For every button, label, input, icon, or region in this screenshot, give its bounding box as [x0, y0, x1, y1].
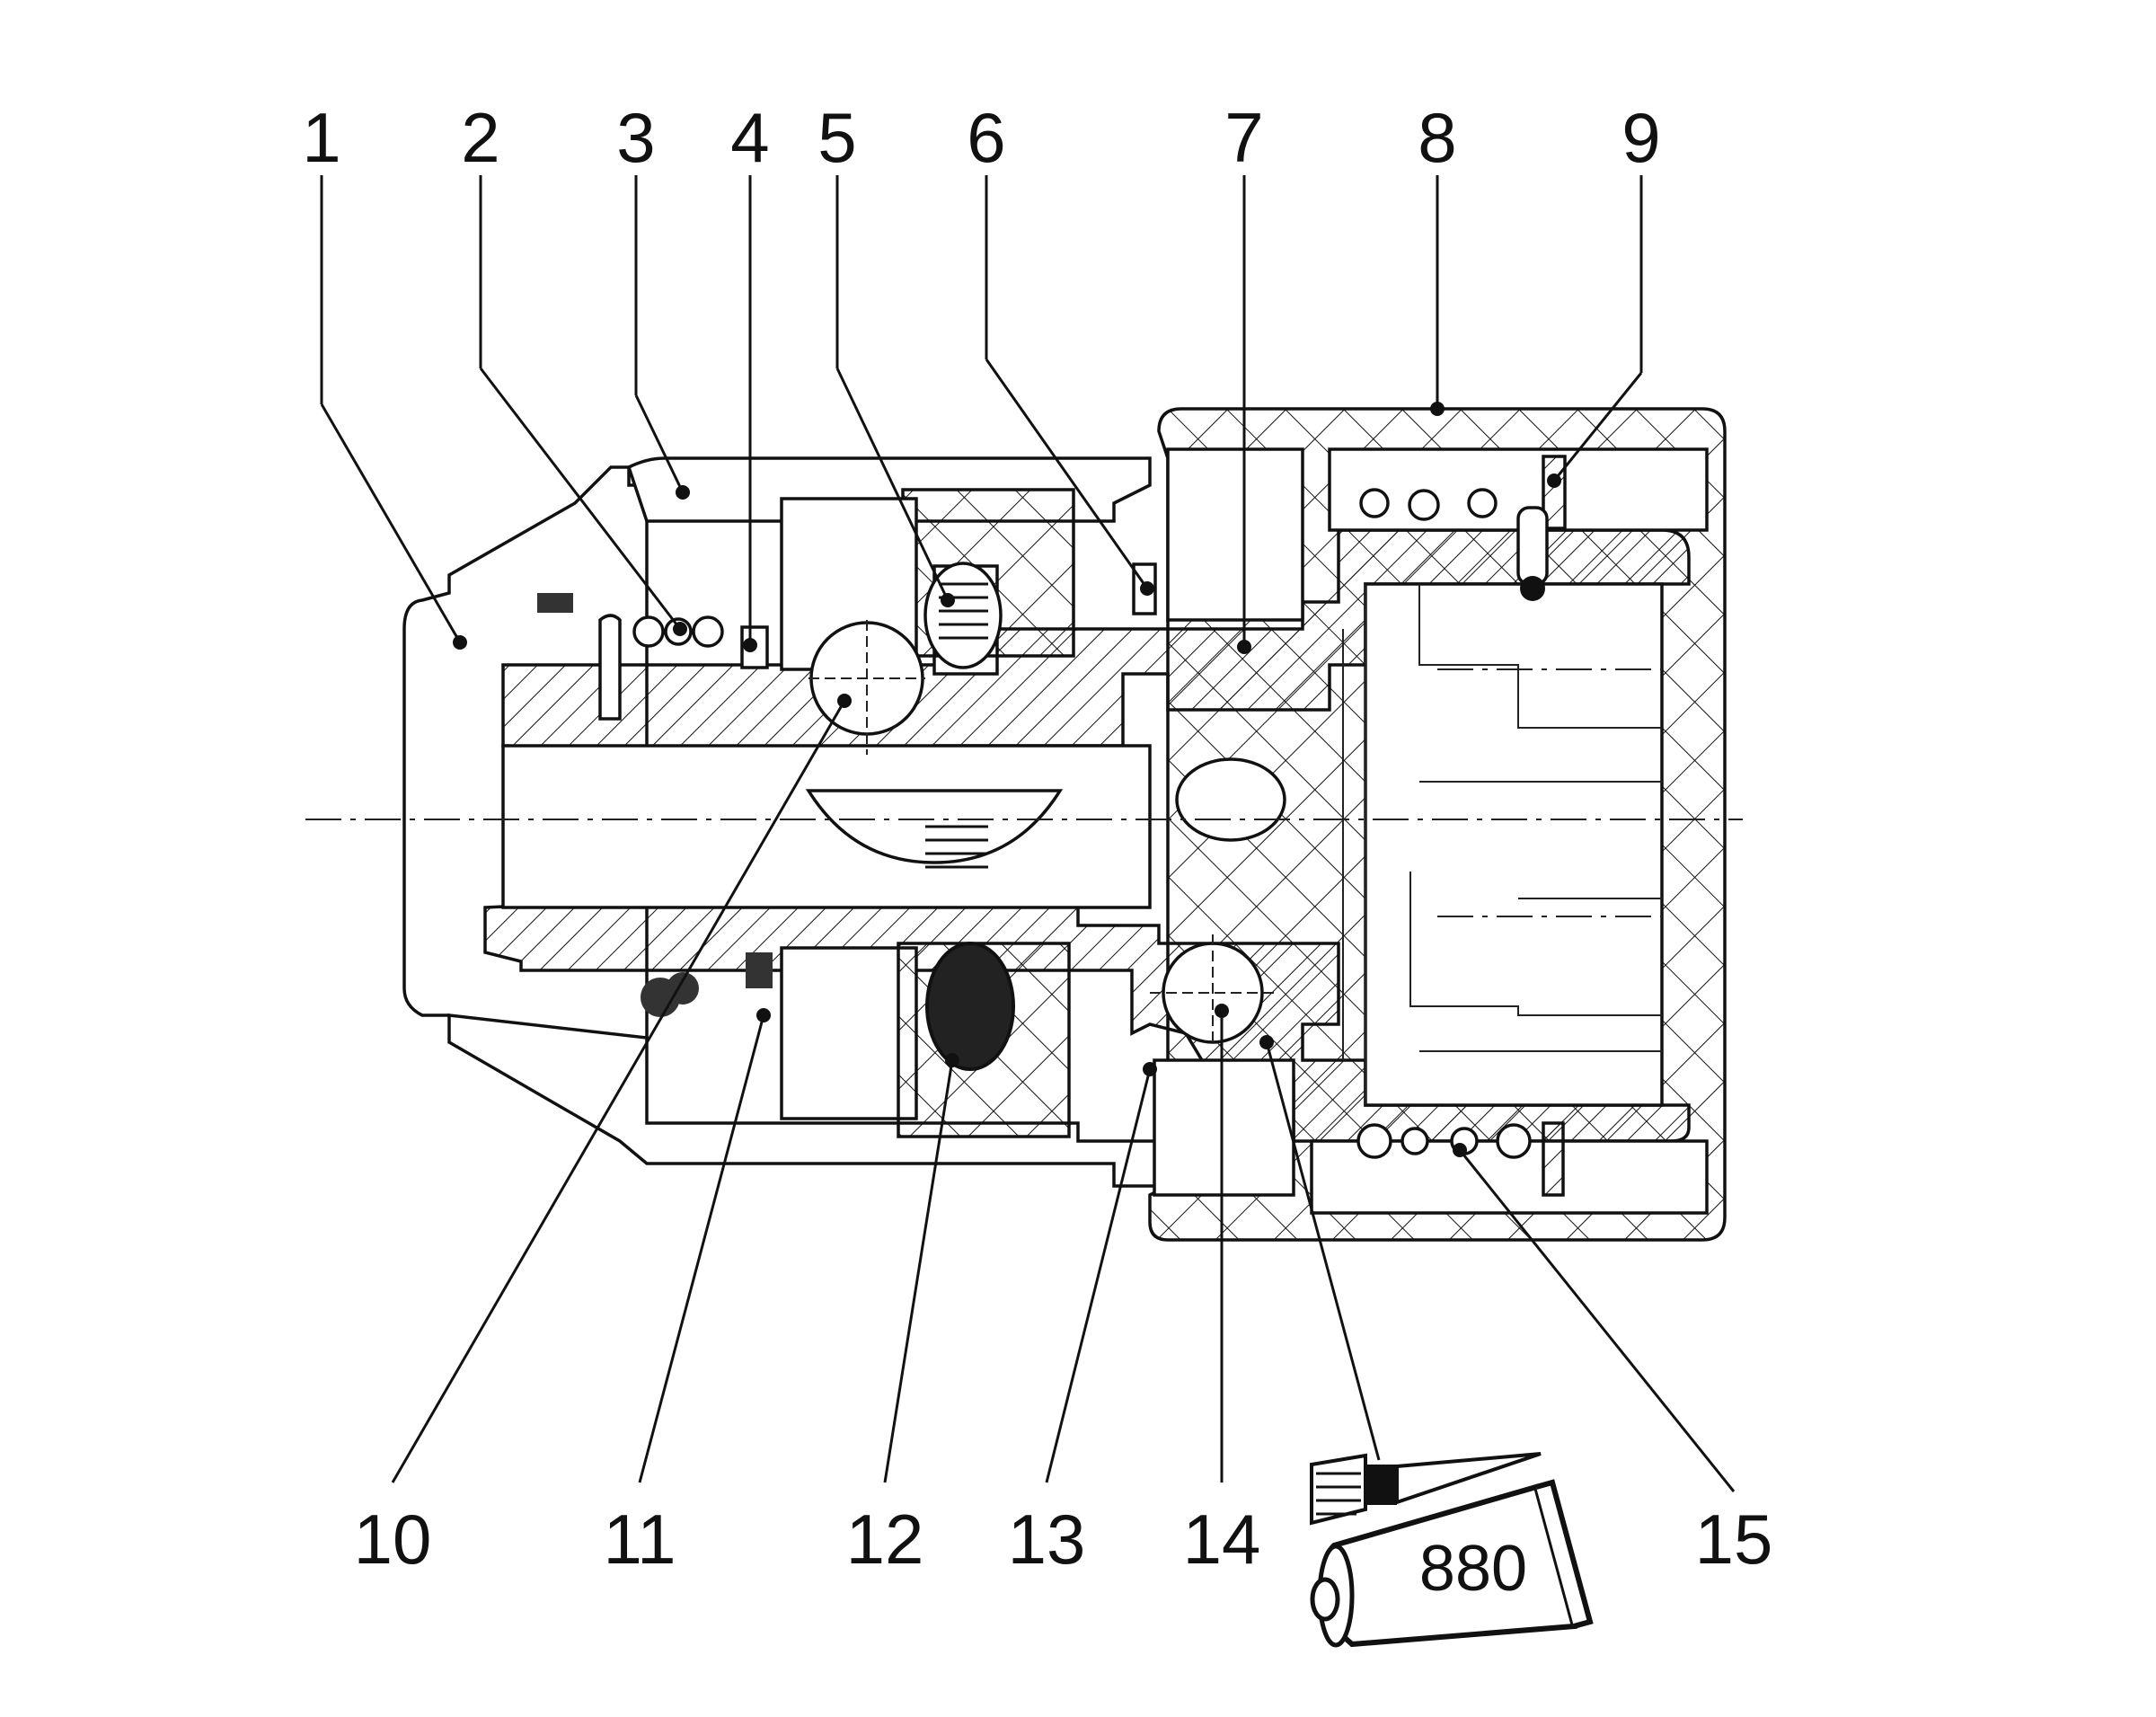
callout-15: 15: [1695, 1500, 1773, 1579]
spring-lower: [925, 942, 1015, 1071]
callout-4: 4: [730, 98, 769, 177]
locking-pin: [598, 614, 622, 721]
pin-4: [740, 625, 769, 669]
drive-profile: [1409, 584, 1662, 1052]
callout-11: 11: [604, 1500, 676, 1579]
callouts-bottom: 10 11 12 13 14 15: [354, 1500, 1773, 1579]
callout-13: 13: [1008, 1500, 1086, 1579]
guide-block-lower: [780, 946, 918, 1120]
o-rings-lower-left: [641, 952, 773, 1017]
leader-lines: [320, 175, 1736, 1492]
callouts-top: 1 2 3 4 5 6 7 8 9: [302, 98, 1660, 177]
callout-12: 12: [846, 1500, 924, 1579]
detent-pin: [1516, 506, 1549, 586]
spring-inner: [925, 825, 988, 869]
coupling-assembly: [305, 407, 1743, 1242]
retaining-ring-9b: [1542, 1121, 1565, 1197]
callout-5: 5: [817, 98, 856, 177]
grease-tube-icon: 880: [1310, 1479, 1594, 1648]
callout-10: 10: [354, 1500, 432, 1579]
callout-2: 2: [461, 98, 499, 177]
callout-8: 8: [1418, 98, 1456, 177]
callout-3: 3: [616, 98, 655, 177]
callout-7: 7: [1224, 98, 1263, 177]
inner-chamber: [1364, 582, 1664, 1107]
brush-icon: [1310, 1452, 1542, 1526]
callout-9: 9: [1621, 98, 1660, 177]
o-rings-right-upper: [1359, 488, 1498, 521]
knurled-ring: [537, 593, 573, 613]
tube-label-880: 880: [1419, 1533, 1527, 1605]
callout-14: 14: [1183, 1500, 1261, 1579]
collar-block-lower: [1153, 1058, 1295, 1197]
bore: [501, 744, 1152, 909]
ball-seat: [1175, 757, 1286, 842]
callout-1: 1: [302, 98, 340, 177]
callout-6: 6: [967, 98, 1005, 177]
collar-block: [1166, 447, 1304, 622]
spring-upper: [923, 562, 1003, 669]
